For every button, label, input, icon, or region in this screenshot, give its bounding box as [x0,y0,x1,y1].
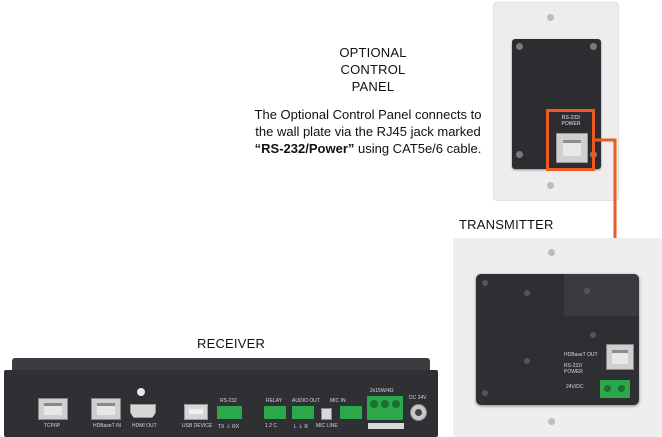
transmitter-screw-1 [482,280,488,286]
receiver-usb-device-port [184,404,208,420]
transmitter-rj45-jack [606,344,634,370]
transmitter-title: TRANSMITTER [459,217,554,232]
control-panel-screw-3 [516,151,523,158]
transmitter-screw-5 [524,358,530,364]
caption-text-1: The Optional Control Panel connects to t… [254,107,482,139]
transmitter-plate-screw-bottom [548,418,555,425]
receiver-dc-jack [410,404,427,421]
transmitter-screw-2 [524,290,530,296]
receiver-hdmi-led [137,388,145,396]
receiver-amp-terminal [367,396,403,420]
receiver-amp-terminal-screw-1 [370,400,378,408]
receiver-dc-jack-center [415,409,422,416]
receiver-hdbaset-in-port [91,398,121,420]
receiver-audio-out-pins-label: L ⏚ R [294,424,308,430]
optional-panel-title-line-3: PANEL [351,79,395,94]
optional-panel-title-line-1: OPTIONAL [339,45,407,60]
receiver-mic-pins-label: MIC LINE [316,423,338,429]
transmitter-power-label: POWER [564,369,583,375]
transmitter-screw-4 [482,390,488,396]
receiver-usb-device-port-opening [189,409,203,414]
receiver-audio-out-label: AUDIO OUT [292,398,320,404]
receiver-dc-label: DC 24V [409,395,427,401]
receiver-device [4,358,438,437]
receiver-hdbaset-in-label: HDBaseT IN [93,423,121,429]
receiver-tcpip-port-opening [44,403,62,415]
control-panel-screw-1 [516,43,523,50]
transmitter-terminal-screw-2 [618,385,625,392]
transmitter-terminal-screw-1 [604,385,611,392]
transmitter-hdbaset-out-label: HDBaseT OUT [564,352,598,358]
receiver-title: RECEIVER [197,336,266,351]
receiver-mic-in-label: MIC IN [330,398,346,404]
receiver-audio-out-terminal [292,406,314,419]
receiver-amp-label: 2x15W/4Ω [370,388,394,394]
panel-jack-label-line-1: RS-232/ [561,115,581,121]
receiver-mic-in-terminal [340,406,362,419]
receiver-relay-pins-label: 1 2 C [265,423,277,429]
panel-jack-label-line-2: POWER [561,121,581,127]
receiver-tcpip-label: TCP/IP [44,423,61,429]
control-panel-screw-2 [590,43,597,50]
optional-panel-title: OPTIONAL CONTROL PANEL [330,44,416,95]
rs232-power-jack-highlight [546,109,595,171]
receiver-amp-terminal-screw-2 [381,400,389,408]
receiver-hdbaset-in-port-opening [97,403,115,415]
receiver-tcpip-port [38,398,68,420]
transmitter-screw-6 [590,332,596,338]
transmitter-rs232-label: RS-232/ [564,363,583,369]
receiver-usb-device-label: USB DEVICE [182,423,213,429]
transmitter-rj45-jack-opening [612,350,628,364]
receiver-hdmi-out-label: HDMI OUT [132,423,157,429]
receiver-rs232-label: RS-232 [220,398,237,404]
connection-caption: The Optional Control Panel connects to t… [250,106,486,157]
panel-rj45-jack [556,133,588,163]
receiver-relay-terminal [264,406,286,419]
caption-text-2: using CAT5e/6 cable. [354,141,482,156]
transmitter-terminal-block [600,380,630,398]
wall-plate-screw-bottom [547,182,554,189]
receiver-amp-polarity-strip [368,423,404,429]
panel-jack-label: RS-232/ POWER [550,115,592,127]
receiver-rs232-terminal [217,406,242,419]
panel-rj45-jack-opening [563,140,581,156]
transmitter-24vdc-label: 24V/DC [566,384,584,390]
receiver-mic-line-switch[interactable] [321,408,332,420]
receiver-front-face [4,370,438,437]
transmitter-top-panel [564,274,639,316]
transmitter-plate-screw-top [548,249,555,256]
receiver-hdmi-out-port [130,404,156,418]
optional-panel-title-line-2: CONTROL [340,62,406,77]
receiver-top-face [12,358,430,372]
receiver-amp-terminal-screw-3 [392,400,400,408]
receiver-rs232-pins-label: TX ⏚ RX [218,424,240,430]
receiver-relay-label: RELAY [266,398,283,404]
caption-bold-jack-name: “RS-232/Power” [254,141,355,156]
transmitter-screw-3 [584,288,590,294]
wall-plate-screw-top [547,14,554,21]
